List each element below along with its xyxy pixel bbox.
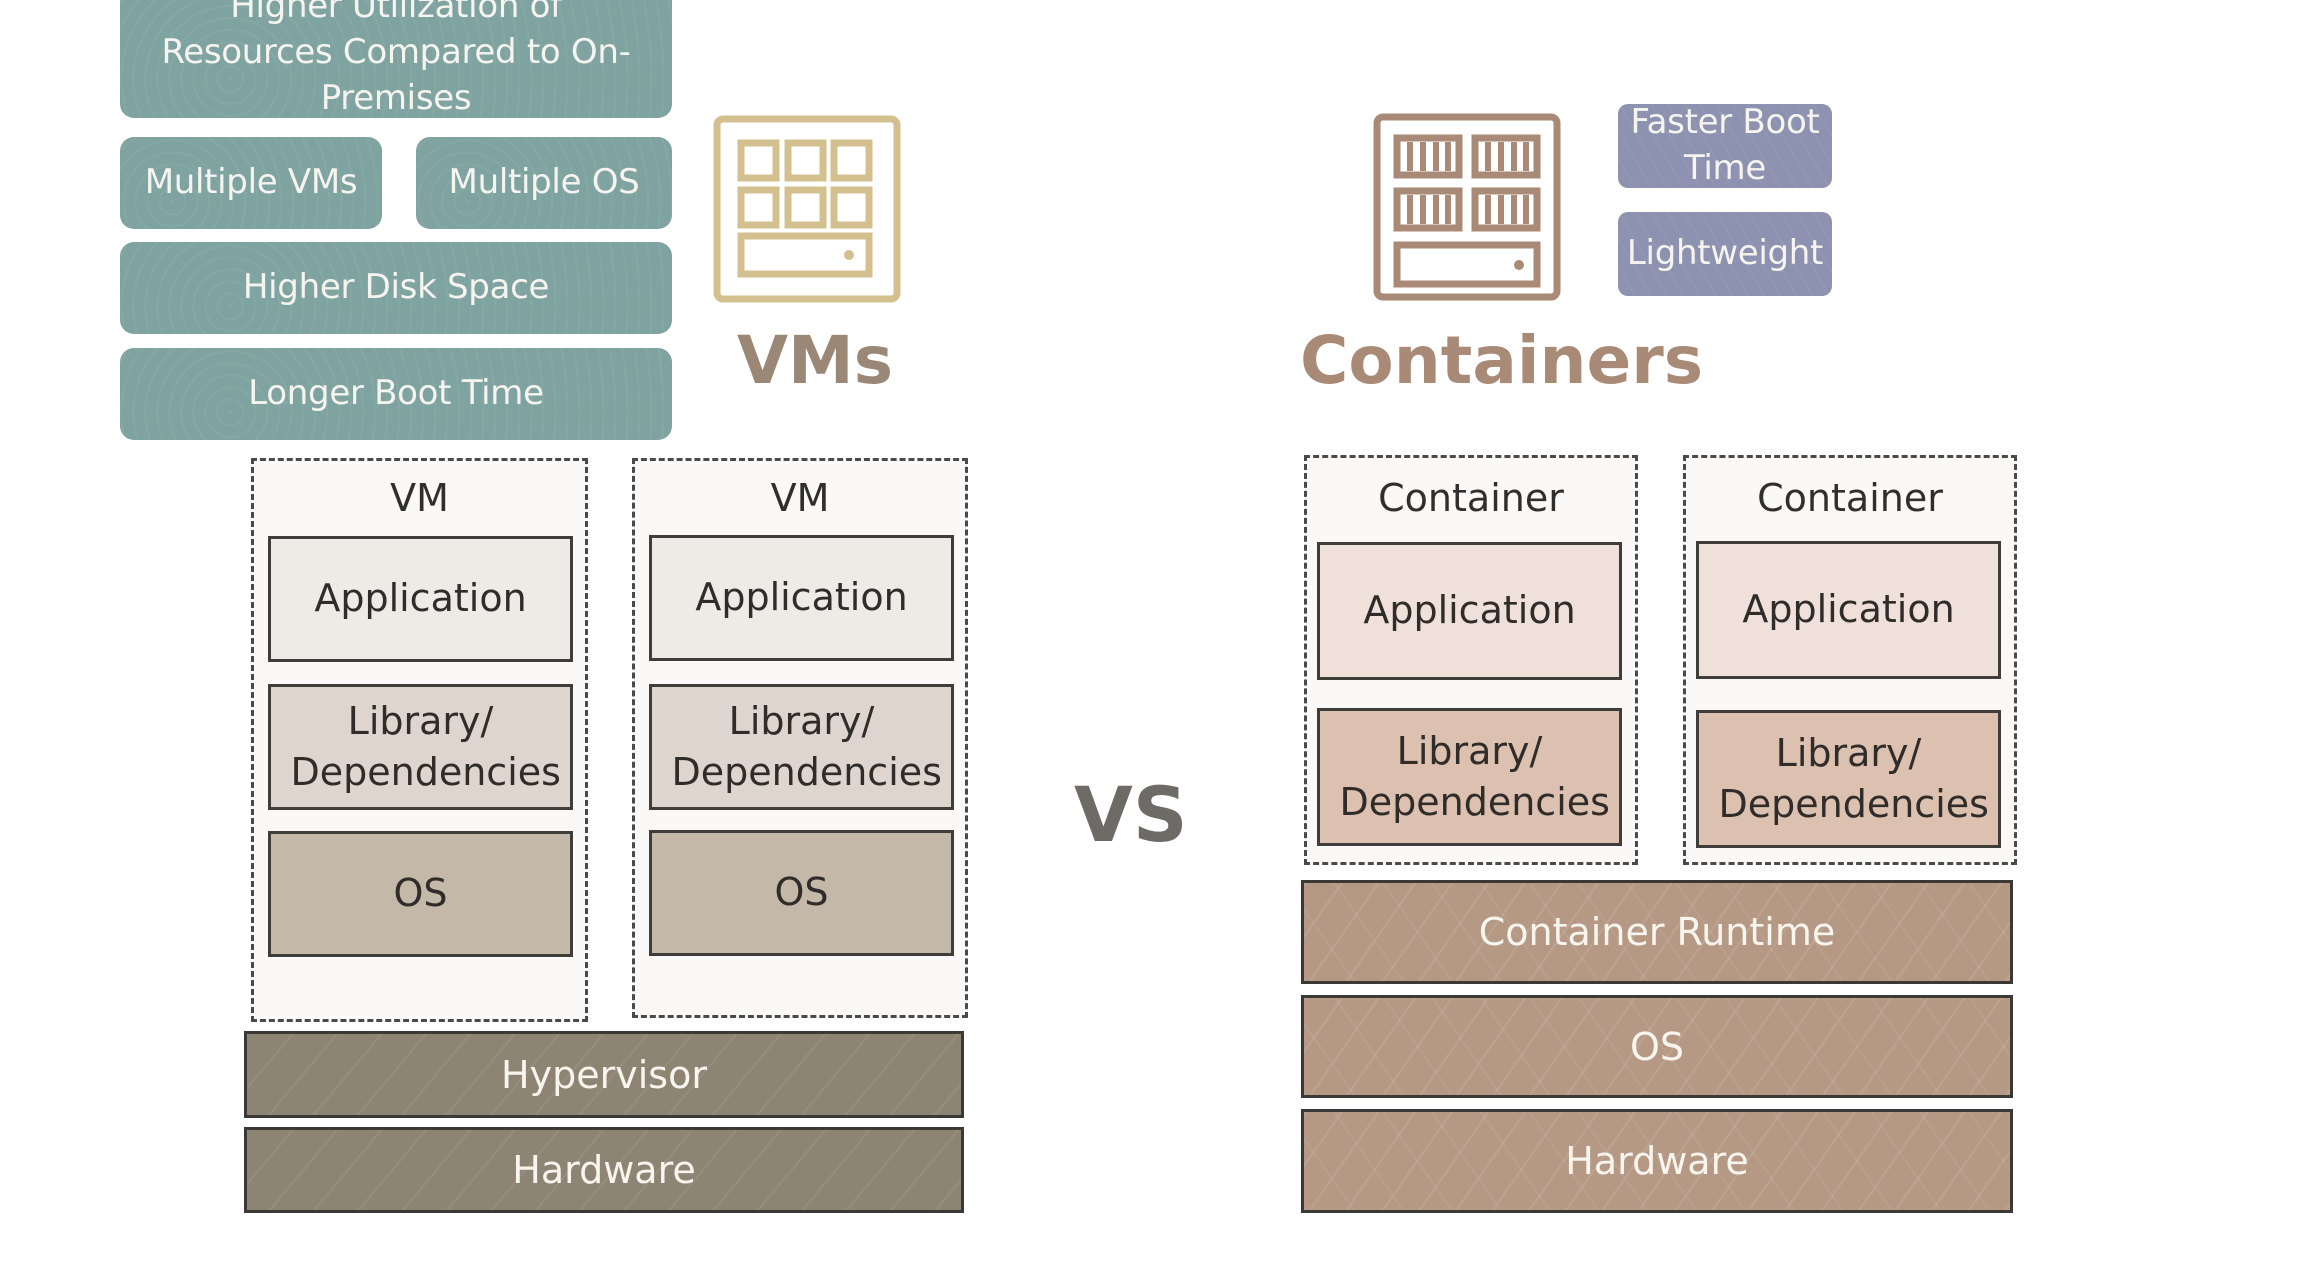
layer-application: Application xyxy=(268,536,573,662)
trait-label: Lightweight xyxy=(1626,233,1824,274)
vm-unit: VM Application Library/ Dependencies OS xyxy=(632,458,968,1018)
layer-label: Hardware xyxy=(512,1148,696,1192)
layer-label: Library/ Dependencies xyxy=(1718,730,1989,826)
layer-application: Application xyxy=(1317,542,1622,680)
layer-hardware: Hardware xyxy=(244,1127,964,1213)
layer-library-dependencies: Library/ Dependencies xyxy=(1317,708,1622,846)
layer-container-runtime: Container Runtime xyxy=(1301,880,2013,984)
container-unit: Container Application Library/ Dependenc… xyxy=(1304,455,1638,865)
trait-label: Multiple OS xyxy=(448,162,640,203)
layer-library-dependencies: Library/ Dependencies xyxy=(1696,710,2001,848)
layer-label: OS xyxy=(774,870,829,915)
container-trait-faster-boot: Faster Boot Time xyxy=(1618,102,1832,188)
vm-unit-label: VM xyxy=(390,476,449,520)
layer-label: Application xyxy=(695,575,908,620)
layer-label: Container Runtime xyxy=(1478,910,1836,954)
container-unit: Container Application Library/ Dependenc… xyxy=(1683,455,2017,865)
layer-label: Application xyxy=(1742,587,1955,632)
layer-label: Hypervisor xyxy=(501,1052,707,1097)
vm-trait-disk-space: Higher Disk Space xyxy=(120,242,672,334)
layer-label: Library/ Dependencies xyxy=(290,698,561,794)
layer-os: OS xyxy=(1301,995,2013,1098)
layer-os: OS xyxy=(268,831,573,957)
trait-label: Higher Disk Space xyxy=(242,267,550,308)
trait-label: Multiple VMs xyxy=(144,162,358,203)
vs-separator: VS xyxy=(1074,770,1188,859)
layer-hypervisor: Hypervisor xyxy=(244,1031,964,1118)
layer-label: Hardware xyxy=(1565,1139,1749,1183)
container-unit-label: Container xyxy=(1757,476,1943,520)
layer-application: Application xyxy=(649,535,954,661)
layer-label: Library/ Dependencies xyxy=(1339,728,1610,824)
vm-trait-multiple-os: Multiple OS xyxy=(416,137,672,229)
vm-unit: VM Application Library/ Dependencies OS xyxy=(251,458,588,1022)
layer-library-dependencies: Library/ Dependencies xyxy=(268,684,573,810)
container-server-icon xyxy=(1373,113,1561,301)
trait-label: Faster Boot Time xyxy=(1630,102,1820,188)
vm-title: VMs xyxy=(736,322,894,399)
layer-hardware: Hardware xyxy=(1301,1109,2013,1213)
trait-label: Higher Utilization of Resources Compared… xyxy=(161,0,631,118)
vm-server-grid-icon xyxy=(713,115,901,303)
containers-title: Containers xyxy=(1300,322,1704,399)
layer-label: OS xyxy=(393,871,448,916)
layer-label: Library/ Dependencies xyxy=(671,698,942,794)
container-unit-label: Container xyxy=(1378,476,1564,520)
layer-application: Application xyxy=(1696,541,2001,679)
container-trait-lightweight: Lightweight xyxy=(1618,212,1832,296)
trait-label: Longer Boot Time xyxy=(248,373,544,414)
vm-unit-label: VM xyxy=(770,476,830,520)
layer-label: Application xyxy=(314,576,527,621)
layer-library-dependencies: Library/ Dependencies xyxy=(649,684,954,810)
vm-trait-boot-time: Longer Boot Time xyxy=(120,348,672,440)
vm-trait-multiple-vms: Multiple VMs xyxy=(120,137,382,229)
layer-label: OS xyxy=(1629,1024,1685,1069)
layer-os: OS xyxy=(649,830,954,956)
vm-trait-resource-utilization: Higher Utilization of Resources Compared… xyxy=(120,0,672,118)
layer-label: Application xyxy=(1363,588,1576,633)
